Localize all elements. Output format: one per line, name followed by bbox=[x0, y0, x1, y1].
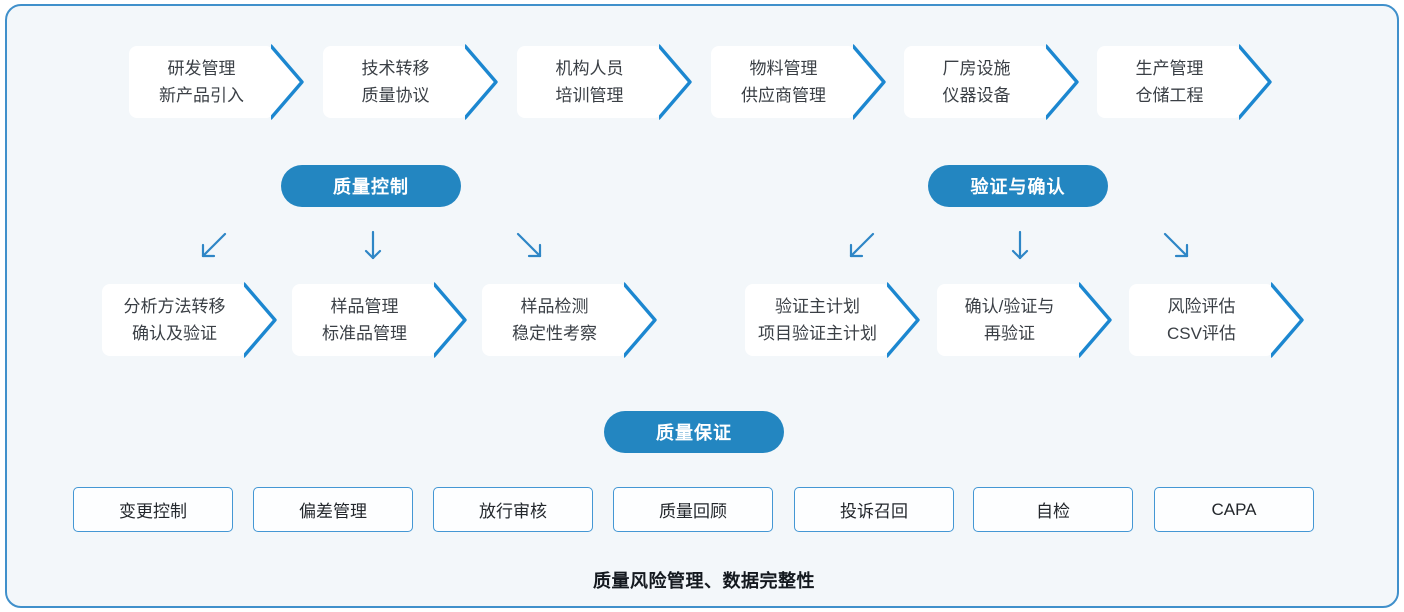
chevron-right-icon bbox=[659, 44, 692, 120]
chevron-right-icon bbox=[1271, 282, 1304, 358]
qa-item-deviation: 偏差管理 bbox=[253, 487, 413, 532]
qa-item-self-inspection: 自检 bbox=[973, 487, 1133, 532]
chevron-right-icon bbox=[1239, 44, 1272, 120]
step-label-line2: 仓储工程 bbox=[1135, 86, 1204, 105]
chevron-right-icon bbox=[887, 282, 920, 358]
process-step-tech-transfer: 技术转移 质量协议 bbox=[323, 44, 498, 120]
process-step-production: 生产管理 仓储工程 bbox=[1097, 44, 1272, 120]
step-label-line2: 培训管理 bbox=[555, 86, 624, 105]
step-label-line1: 生产管理 bbox=[1135, 59, 1204, 78]
chevron-right-icon bbox=[1079, 282, 1112, 358]
qa-item-complaint-recall: 投诉召回 bbox=[794, 487, 954, 532]
vv-step-qualification: 确认/验证与 再验证 bbox=[937, 282, 1112, 358]
qa-item-quality-review: 质量回顾 bbox=[613, 487, 773, 532]
step-label-line2: 项目验证主计划 bbox=[758, 324, 877, 343]
step-label-line2: 供应商管理 bbox=[741, 86, 826, 105]
process-step-materials: 物料管理 供应商管理 bbox=[711, 44, 886, 120]
arrow-down-right-icon bbox=[1163, 232, 1189, 258]
chevron-right-icon bbox=[853, 44, 886, 120]
quality-assurance-pill: 质量保证 bbox=[604, 411, 784, 453]
step-label-line1: 风险评估 bbox=[1167, 297, 1236, 316]
arrow-down-right-icon bbox=[516, 232, 542, 258]
qc-step-method-transfer: 分析方法转移 确认及验证 bbox=[102, 282, 277, 358]
chevron-right-icon bbox=[465, 44, 498, 120]
step-label-line1: 技术转移 bbox=[361, 59, 430, 78]
vv-step-risk-assessment: 风险评估 CSV评估 bbox=[1129, 282, 1304, 358]
step-label-line2: 确认及验证 bbox=[132, 324, 217, 343]
step-label-line1: 厂房设施 bbox=[942, 59, 1011, 78]
step-label-line1: 研发管理 bbox=[167, 59, 236, 78]
step-label-line1: 物料管理 bbox=[749, 59, 818, 78]
process-step-facilities: 厂房设施 仪器设备 bbox=[904, 44, 1079, 120]
arrow-down-icon bbox=[364, 230, 382, 260]
validation-pill: 验证与确认 bbox=[928, 165, 1108, 207]
process-step-personnel: 机构人员 培训管理 bbox=[517, 44, 692, 120]
step-label-line1: 验证主计划 bbox=[775, 297, 860, 316]
step-label-line2: 稳定性考察 bbox=[512, 324, 597, 343]
step-label-line1: 样品检测 bbox=[520, 297, 589, 316]
process-step-rd: 研发管理 新产品引入 bbox=[129, 44, 304, 120]
qc-step-sample-testing: 样品检测 稳定性考察 bbox=[482, 282, 657, 358]
step-label-line2: 质量协议 bbox=[361, 86, 430, 105]
quality-control-pill: 质量控制 bbox=[281, 165, 461, 207]
qa-item-capa: CAPA bbox=[1154, 487, 1314, 532]
qa-item-release-review: 放行审核 bbox=[433, 487, 593, 532]
step-label-line2: 新产品引入 bbox=[159, 86, 244, 105]
chevron-right-icon bbox=[271, 44, 304, 120]
arrow-down-left-icon bbox=[849, 232, 875, 258]
step-label-line2: CSV评估 bbox=[1167, 324, 1236, 343]
step-label-line2: 再验证 bbox=[984, 324, 1035, 343]
qa-item-change-control: 变更控制 bbox=[73, 487, 233, 532]
step-label-line2: 标准品管理 bbox=[322, 324, 407, 343]
chevron-right-icon bbox=[434, 282, 467, 358]
step-label-line1: 确认/验证与 bbox=[964, 297, 1055, 316]
step-label-line1: 样品管理 bbox=[330, 297, 399, 316]
arrow-down-icon bbox=[1011, 230, 1029, 260]
step-label-line1: 分析方法转移 bbox=[123, 297, 226, 316]
chevron-right-icon bbox=[624, 282, 657, 358]
diagram-panel: 研发管理 新产品引入 技术转移 质量协议 机构人员 培训管理 物料管理 供应商管… bbox=[5, 4, 1399, 608]
footer-risk-data-integrity: 质量风险管理、数据完整性 bbox=[593, 571, 815, 591]
chevron-right-icon bbox=[244, 282, 277, 358]
step-label-line1: 机构人员 bbox=[555, 59, 624, 78]
arrow-down-left-icon bbox=[201, 232, 227, 258]
qc-step-sample-mgmt: 样品管理 标准品管理 bbox=[292, 282, 467, 358]
chevron-right-icon bbox=[1046, 44, 1079, 120]
step-label-line2: 仪器设备 bbox=[942, 86, 1011, 105]
vv-step-master-plan: 验证主计划 项目验证主计划 bbox=[745, 282, 920, 358]
